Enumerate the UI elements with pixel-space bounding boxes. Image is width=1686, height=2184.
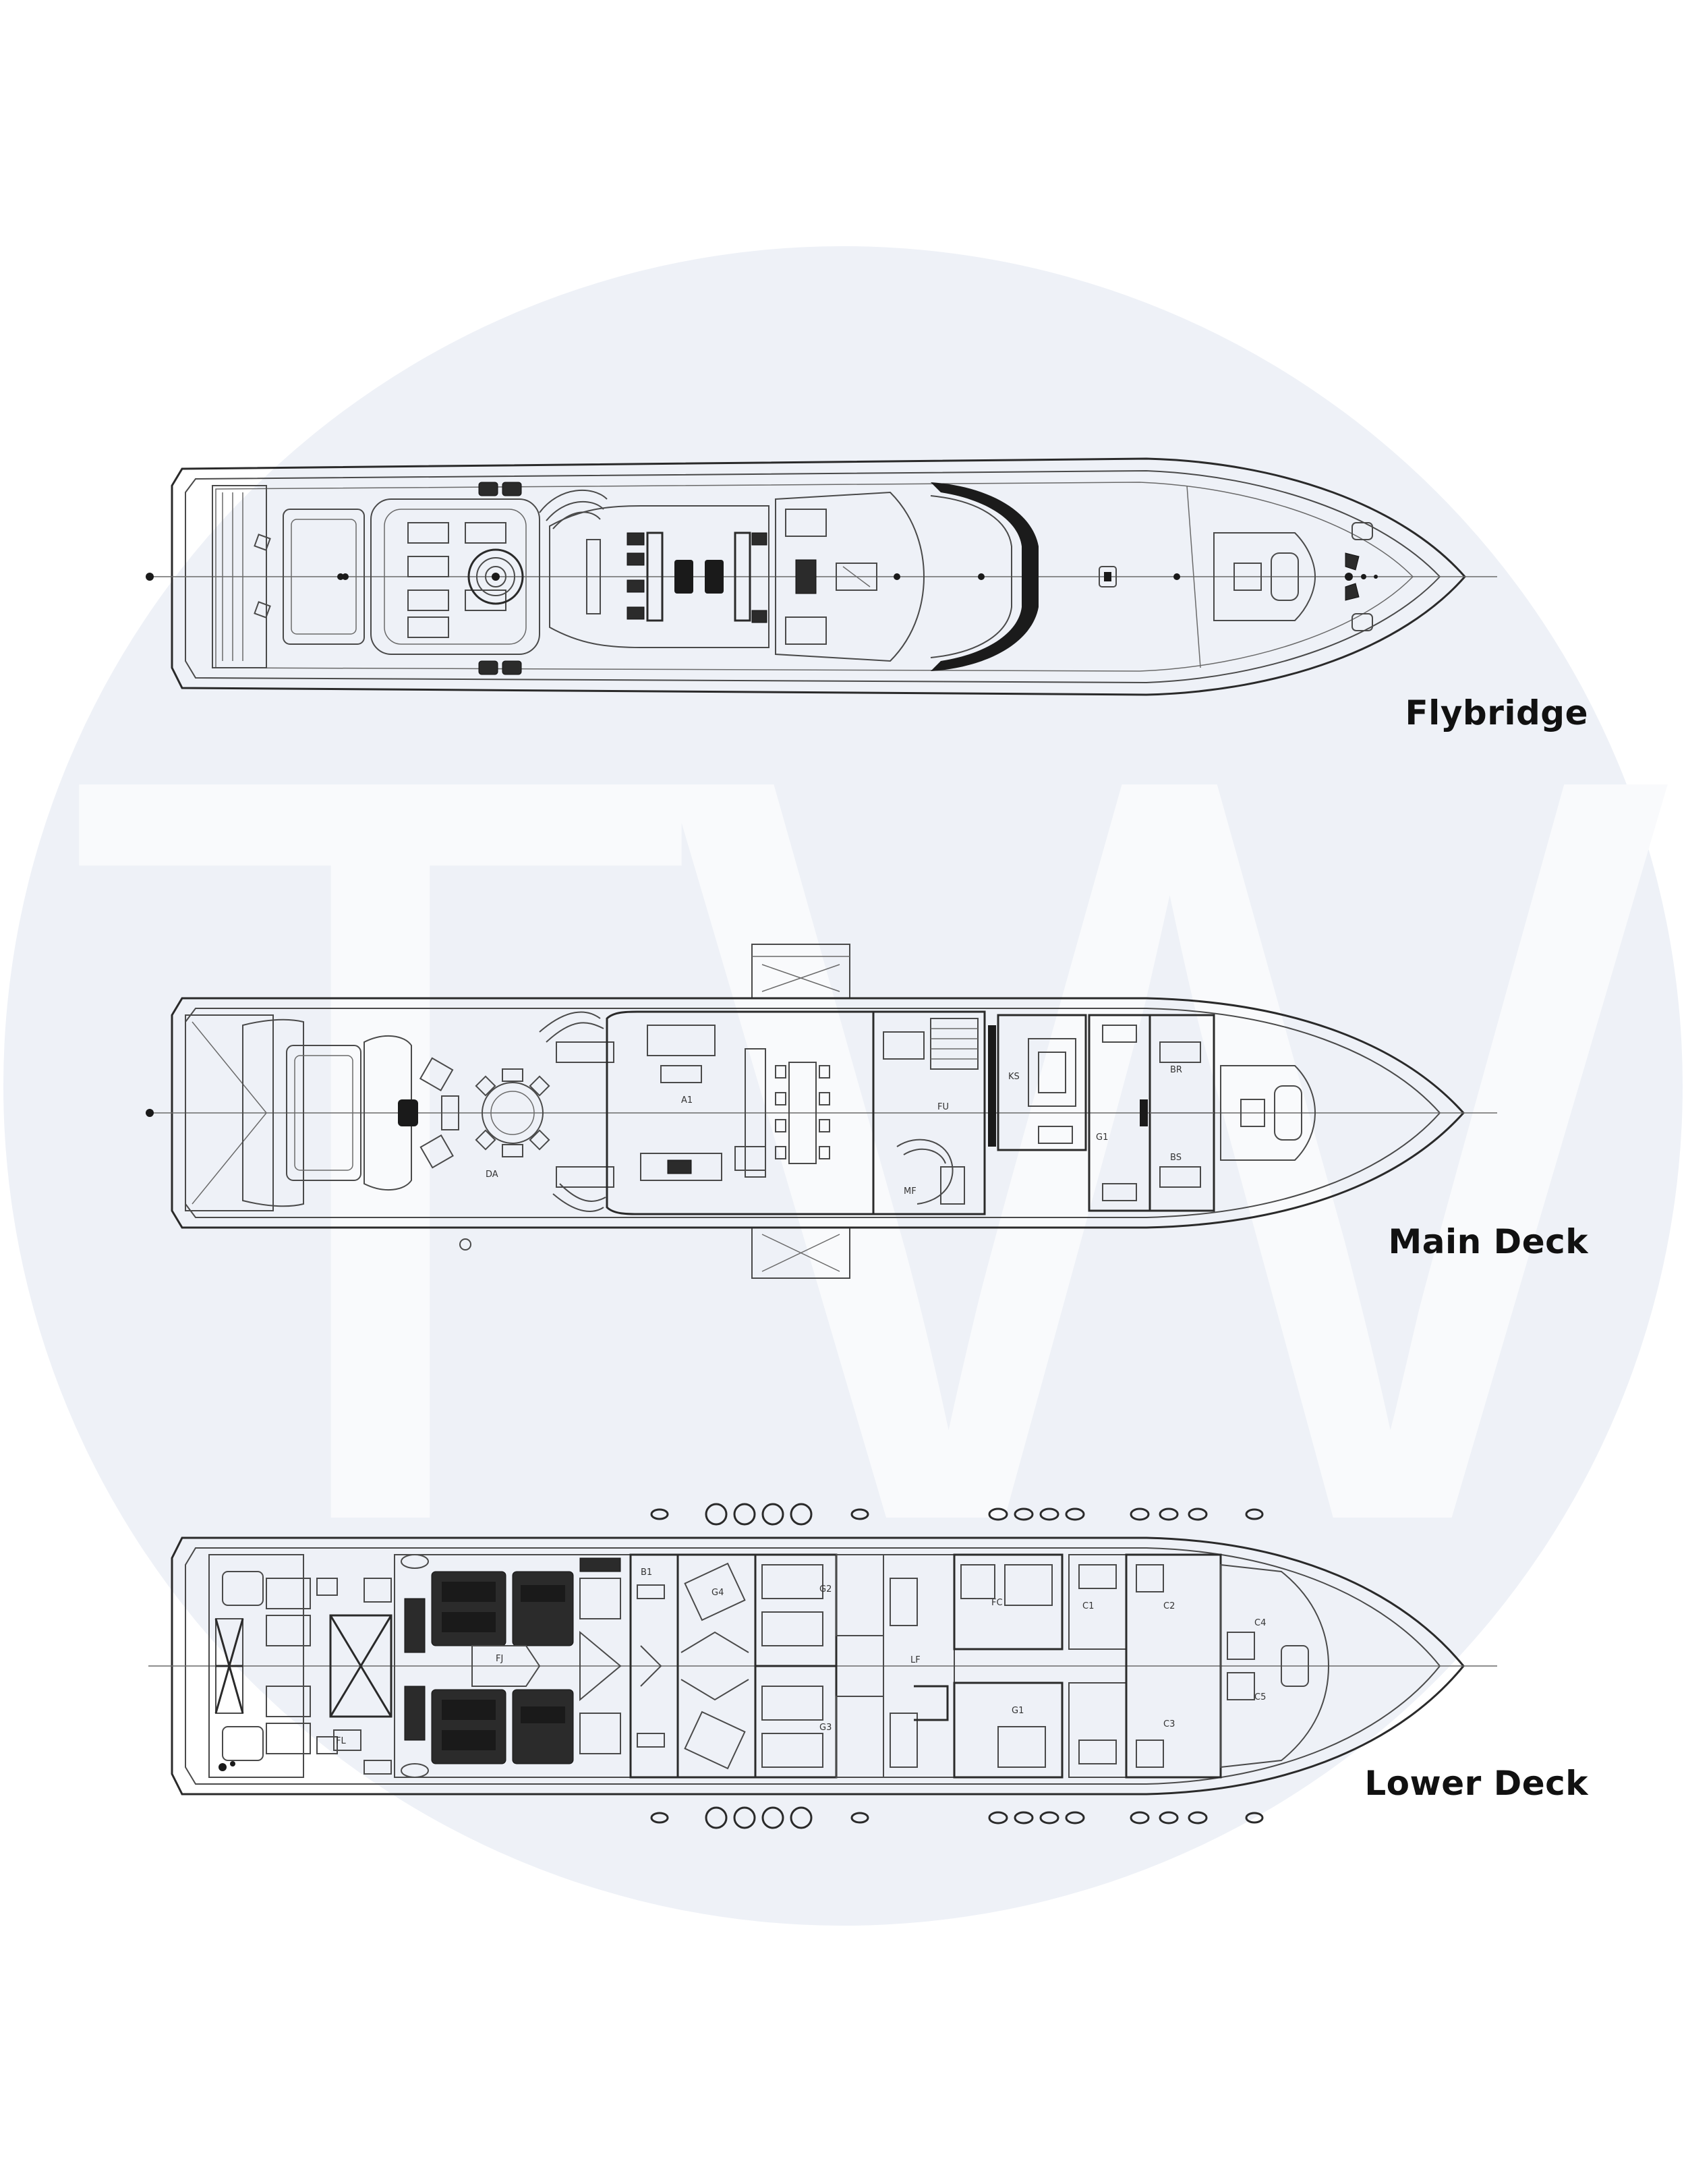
room-tag-g1-lower: G1 (1012, 1706, 1024, 1716)
room-tag-fc: FC (991, 1598, 1003, 1608)
lower-deck: FL FJ B1 (0, 1497, 1686, 1848)
room-tag-c2: C2 (1163, 1601, 1175, 1611)
room-tag-ks: KS (1008, 1072, 1020, 1082)
flybridge-plan (146, 457, 1497, 696)
room-tag-da: DA (486, 1170, 498, 1180)
room-tag-fj: FJ (496, 1654, 503, 1664)
flybridge-deck: Flybridge (0, 445, 1686, 755)
lower-deck-plan: FL FJ B1 (148, 1503, 1497, 1829)
room-tag-bs: BS (1170, 1153, 1182, 1163)
room-tag-b1: B1 (641, 1568, 652, 1578)
room-tag-g2: G2 (819, 1584, 832, 1594)
flybridge-label: Flybridge (1405, 693, 1588, 732)
main-deck-plan: DA A1 (146, 944, 1497, 1279)
main-deck-label: Main Deck (1388, 1222, 1588, 1261)
room-tag-c1: C1 (1082, 1601, 1094, 1611)
main-deck: DA A1 (0, 944, 1686, 1282)
room-tag-c3: C3 (1163, 1719, 1175, 1729)
room-tag-fu: FU (937, 1102, 949, 1112)
room-tag-g1-main: G1 (1096, 1132, 1108, 1143)
room-tag-fl: FL (336, 1736, 346, 1746)
room-tag-c4: C4 (1254, 1618, 1266, 1628)
watermark-letters: TW (55, 553, 1681, 1744)
room-tag-g3: G3 (819, 1723, 832, 1733)
room-tag-a1: A1 (681, 1095, 693, 1105)
room-tag-g4: G4 (711, 1588, 724, 1598)
room-tag-c5: C5 (1254, 1692, 1266, 1702)
room-tag-mf: MF (904, 1186, 917, 1197)
room-tag-br: BR (1170, 1065, 1182, 1075)
watermark-circle (3, 246, 1683, 1926)
lower-deck-label: Lower Deck (1364, 1764, 1588, 1803)
room-tag-lf: LF (910, 1655, 921, 1665)
